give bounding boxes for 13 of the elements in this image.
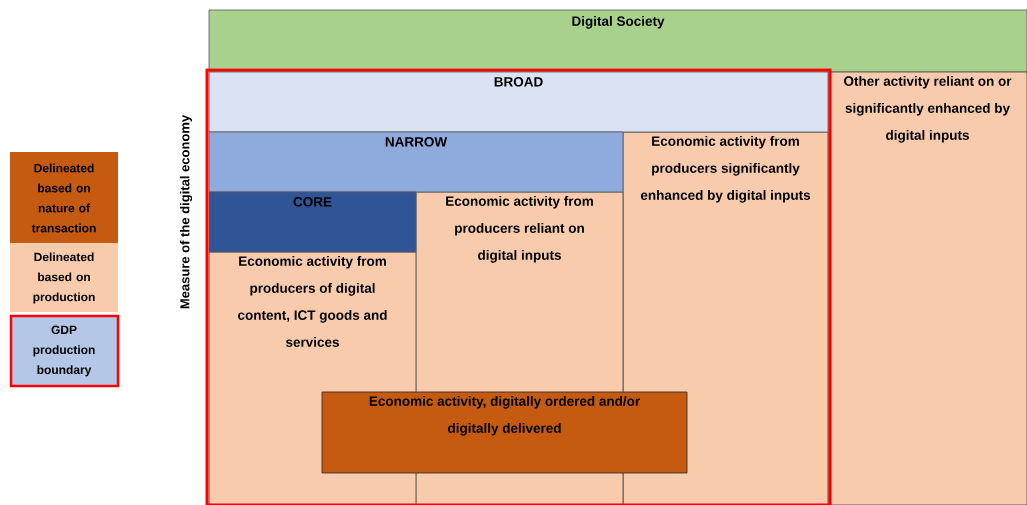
band: BROAD [208,71,829,133]
axis-label: Measure of the digital economy [179,114,193,309]
column-box: Other activity reliant on or significantly enhanced by digital inputs [827,71,1027,505]
band: NARROW [208,131,624,193]
process-box: Economic activity, digitally ordered and/or digitally delivered [321,391,688,474]
legend-text: GDP production boundary [33,325,95,377]
header-band: Digital Society [208,9,1027,73]
node-label: Economic activity from producers significantly enhanced by digital inputs [640,135,811,203]
node-label: Economic activity from producers reliant on digital inputs [446,195,593,263]
legend-text: Delineated based on production [33,252,95,304]
band: CORE [208,191,417,253]
legend-text: Delineated based on nature of transaction [31,163,96,233]
boundary-box [205,68,832,505]
